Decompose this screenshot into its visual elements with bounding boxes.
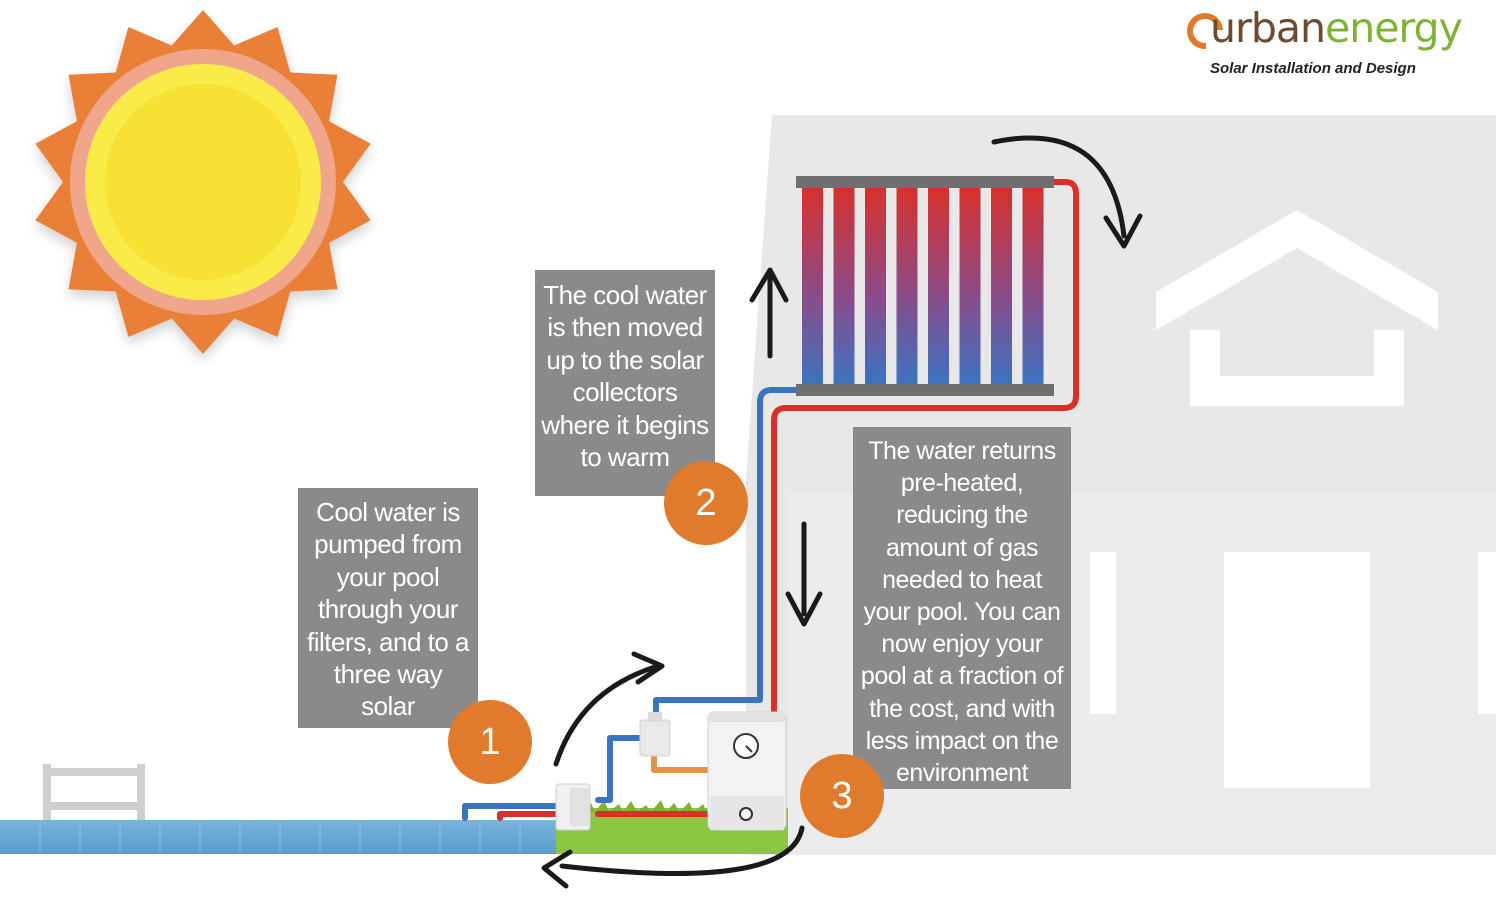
arrow-curve-right-icon <box>991 135 1143 249</box>
arrow-down-icon <box>785 521 823 627</box>
hot-pipe-return <box>771 179 1079 725</box>
arrow-curve-back-icon <box>541 825 805 889</box>
logo-ring-icon <box>1187 13 1224 50</box>
flow-arrows <box>541 135 1143 889</box>
collector-tube <box>833 186 855 386</box>
gas-heater-icon <box>707 711 787 831</box>
collector-tube <box>896 186 918 386</box>
step-3-badge: 3 <box>800 754 884 838</box>
collector-tube <box>1022 186 1044 386</box>
pool-pump-icon <box>555 783 591 831</box>
cold-pipe <box>462 803 563 821</box>
cold-pipe-up <box>653 387 805 721</box>
step-1-callout: Cool water is pumped from your pool thro… <box>298 488 478 754</box>
step-1-badge: 1 <box>448 700 532 784</box>
three-way-valve-icon <box>639 712 671 757</box>
pool <box>0 820 560 854</box>
arrow-up-icon <box>749 267 789 359</box>
collector-tube <box>802 186 823 386</box>
logo-word-urban: urban <box>1210 4 1326 52</box>
hot-pipe-to-pool <box>497 811 563 821</box>
step-2-badge: 2 <box>664 461 748 545</box>
sun-icon <box>35 10 371 354</box>
pipes <box>462 179 1079 821</box>
step-3-callout: The water returns pre-heated, reducing t… <box>853 427 1071 789</box>
heater-link-pipe <box>651 749 715 773</box>
arrow-curve-up-icon <box>553 651 665 767</box>
cold-pipe-to-valve <box>595 735 653 803</box>
collector-tube <box>959 186 981 386</box>
collector-tube <box>928 186 949 386</box>
step-1-text: Cool water is pumped from your pool thro… <box>306 497 470 754</box>
logo-tagline: Solar Installation and Design <box>1210 60 1416 77</box>
solar-collector-panel <box>796 176 1054 396</box>
logo-wordmark: urbanenergy <box>1210 4 1463 52</box>
logo-word-energy: energy <box>1324 4 1463 52</box>
step-2-callout: The cool water is then moved up to the s… <box>535 270 715 496</box>
collector-tube <box>865 186 886 386</box>
step-2-text: The cool water is then moved up to the s… <box>541 280 709 473</box>
pool-ladder-icon <box>43 764 145 820</box>
step-3-text: The water returns pre-heated, reducing t… <box>860 437 1064 788</box>
urban-energy-logo: urbanenergy Solar Installation and Desig… <box>1186 4 1486 84</box>
collector-tube <box>991 186 1012 386</box>
